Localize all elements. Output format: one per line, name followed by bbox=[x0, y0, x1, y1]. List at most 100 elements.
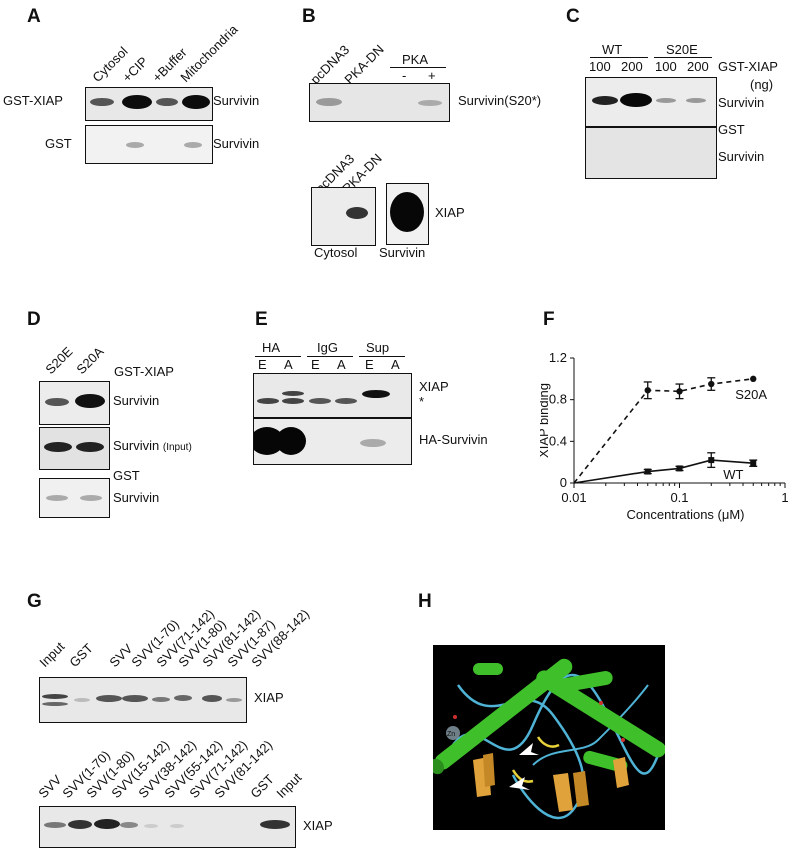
arrowhead-icon bbox=[509, 777, 530, 790]
row-label: GST-XIAP bbox=[3, 93, 63, 108]
row-label: Survivin bbox=[213, 93, 260, 108]
row-label: GST bbox=[718, 122, 745, 137]
group-underline bbox=[390, 67, 446, 68]
row-label: Cytosol bbox=[314, 245, 358, 260]
y-axis-label: XIAP binding bbox=[540, 383, 551, 458]
y-tick-label: 0.4 bbox=[549, 433, 567, 448]
western-blot bbox=[39, 427, 110, 470]
lane-label: + bbox=[428, 68, 436, 83]
arrowhead-icon bbox=[519, 743, 539, 755]
panel-a-label: A bbox=[27, 6, 41, 27]
western-blot bbox=[39, 478, 110, 518]
lane-label: S20A bbox=[73, 343, 107, 377]
y-tick-label: 0.8 bbox=[549, 392, 567, 407]
lane-group-label: HA bbox=[262, 340, 281, 355]
row-label: * bbox=[419, 394, 425, 409]
row-label: XIAP bbox=[254, 690, 284, 705]
lane-label: E bbox=[311, 357, 320, 372]
data-point bbox=[750, 375, 757, 383]
row-label: GST-XIAP bbox=[718, 59, 778, 74]
row-label: XIAP bbox=[419, 379, 449, 394]
row-label: Survivin(S20*) bbox=[458, 93, 542, 108]
panel-b-label: B bbox=[302, 6, 316, 27]
western-blot bbox=[39, 677, 247, 723]
row-label: XIAP bbox=[303, 818, 333, 833]
zn-label: Zn bbox=[447, 731, 455, 738]
western-blot bbox=[85, 87, 213, 121]
row-label: Survivin bbox=[718, 149, 765, 164]
row-label: Survivin (Input) bbox=[113, 438, 192, 453]
x-tick-label: 0.1 bbox=[670, 490, 688, 505]
row-label: GST bbox=[113, 468, 140, 483]
lane-label: GST bbox=[66, 640, 96, 670]
row-label: Survivin bbox=[213, 136, 260, 151]
survivin-structure-image: Zn bbox=[433, 645, 665, 830]
lane-label: A bbox=[284, 357, 293, 372]
row-label: Survivin bbox=[718, 95, 765, 110]
row-label: Survivin bbox=[113, 393, 160, 408]
lane-group-label: PKA bbox=[402, 52, 429, 67]
data-point bbox=[708, 457, 715, 464]
western-blot bbox=[311, 187, 376, 246]
row-label-text: Survivin bbox=[113, 438, 160, 453]
western-blot bbox=[39, 381, 110, 425]
western-blot bbox=[253, 418, 412, 465]
lane-label: A bbox=[337, 357, 346, 372]
row-label: (ng) bbox=[750, 77, 774, 92]
row-label-note: (Input) bbox=[162, 442, 192, 453]
lane-label: A bbox=[391, 357, 400, 372]
y-tick-label: 0 bbox=[560, 475, 567, 490]
x-tick-label: 1 bbox=[781, 490, 788, 505]
western-blot bbox=[253, 373, 412, 418]
series-label: WT bbox=[723, 467, 743, 482]
lane-label: Input bbox=[273, 769, 305, 801]
row-label: GST-XIAP bbox=[114, 364, 174, 379]
row-label: HA-Survivin bbox=[419, 432, 488, 447]
panel-g-label: G bbox=[27, 591, 42, 612]
x-axis-label: Concentrations (μM) bbox=[626, 507, 744, 522]
data-point bbox=[676, 388, 683, 395]
western-blot bbox=[309, 83, 450, 122]
row-label: Survivin bbox=[113, 490, 160, 505]
group-underline bbox=[255, 356, 301, 357]
lane-label: E bbox=[365, 357, 374, 372]
lane-label: - bbox=[402, 68, 407, 83]
row-label: Survivin bbox=[379, 245, 426, 260]
western-blot bbox=[585, 77, 717, 127]
lane-label: SVV bbox=[35, 771, 65, 801]
lane-group-label: Sup bbox=[366, 340, 390, 355]
lane-label: 100 bbox=[655, 59, 677, 74]
row-label: GST bbox=[45, 136, 72, 151]
series-label: S20A bbox=[735, 387, 767, 402]
panel-d-label: D bbox=[27, 309, 41, 330]
row-label: XIAP bbox=[435, 205, 465, 220]
western-blot bbox=[585, 127, 717, 179]
western-blot bbox=[85, 125, 213, 164]
data-point bbox=[750, 460, 757, 467]
data-point bbox=[708, 380, 715, 388]
data-point bbox=[644, 387, 651, 394]
lane-group-label: IgG bbox=[317, 340, 338, 355]
panel-e-label: E bbox=[255, 309, 268, 330]
lane-label: S20E bbox=[42, 343, 76, 377]
lane-label: 100 bbox=[589, 59, 611, 74]
panel-h-label: H bbox=[418, 591, 432, 612]
western-blot bbox=[39, 806, 296, 848]
panel-f-label: F bbox=[543, 309, 555, 330]
lane-label: E bbox=[258, 357, 267, 372]
lane-label: GST bbox=[247, 771, 277, 801]
group-underline bbox=[307, 356, 353, 357]
data-point bbox=[644, 468, 651, 475]
western-blot bbox=[386, 183, 429, 245]
group-underline bbox=[654, 57, 712, 58]
lane-group-label: WT bbox=[602, 42, 623, 57]
group-underline bbox=[359, 356, 405, 357]
lane-label: 200 bbox=[687, 59, 709, 74]
y-tick-label: 1.2 bbox=[549, 350, 567, 365]
lane-group-label: S20E bbox=[666, 42, 698, 57]
group-underline bbox=[590, 57, 648, 58]
panel-c-label: C bbox=[566, 6, 580, 27]
lane-label: Input bbox=[36, 638, 68, 670]
data-point bbox=[676, 465, 683, 472]
